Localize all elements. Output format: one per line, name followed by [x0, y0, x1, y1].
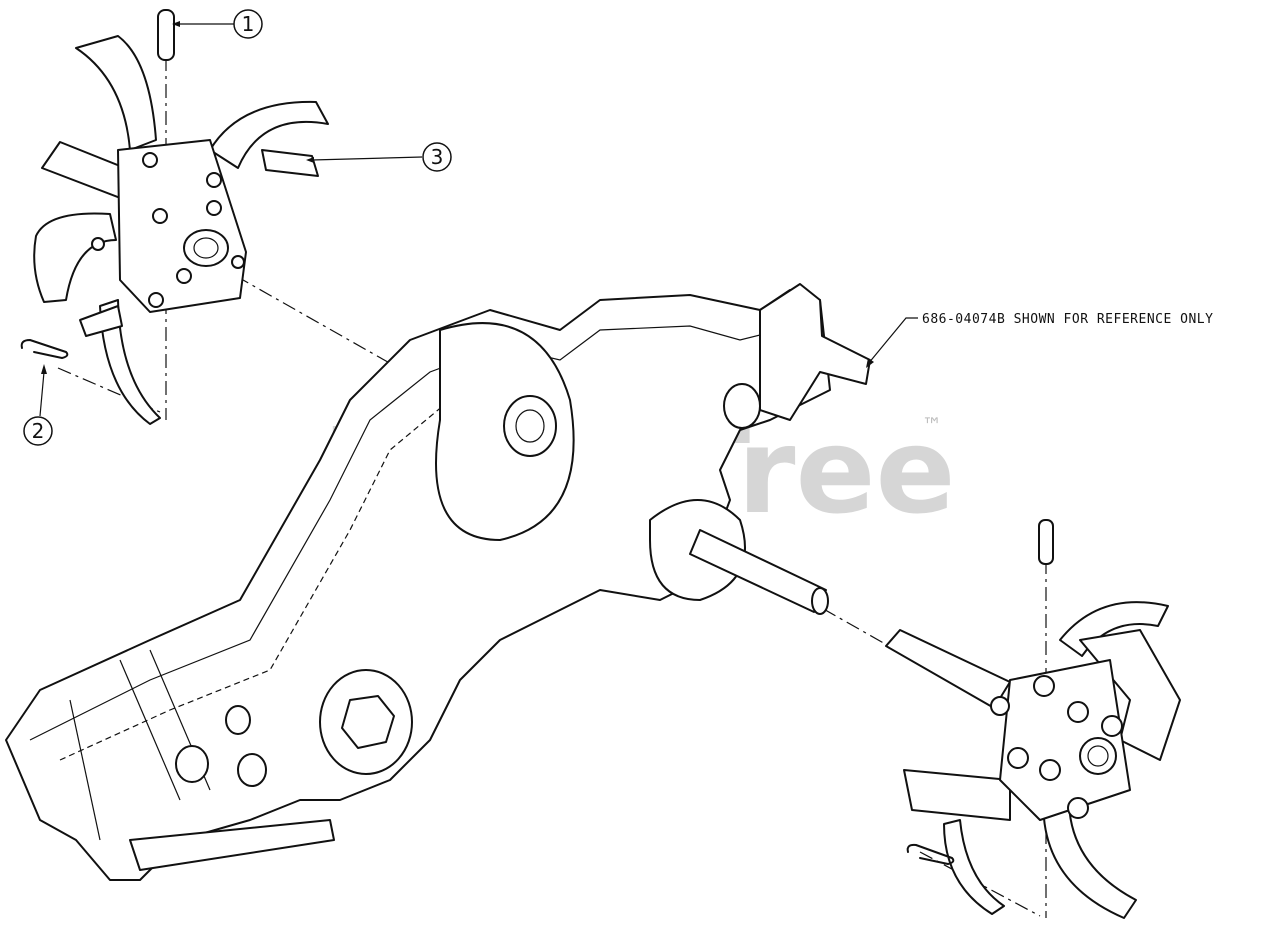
watermark-trademark: ™ [922, 413, 942, 437]
housing-hidden-edge [59, 379, 521, 761]
tine-shaft [689, 529, 829, 615]
right-tine-blade-bottom [1042, 779, 1137, 919]
left-tine-blade-foot [79, 305, 123, 337]
callout-bubble [422, 142, 452, 172]
left-hub-bolt [206, 200, 222, 216]
left-hub-bolt [152, 208, 168, 224]
right-hub-bolt [1039, 759, 1061, 781]
callout-arrow [172, 21, 180, 27]
upper-bearing-seal [503, 395, 557, 457]
left-tine-assembly [33, 35, 329, 425]
left-hub-bolt [142, 152, 158, 168]
reference-leader [867, 317, 918, 365]
callout-number: 1 [242, 12, 255, 36]
right-tine-assembly [885, 601, 1181, 919]
transmission-housing [5, 283, 871, 881]
left-tine-blade-top [75, 35, 157, 151]
callout-number: 3 [431, 145, 444, 169]
hairpin-clip-shape [906, 843, 955, 865]
bottom-skid-plate [129, 819, 335, 871]
left-hub-bolt [176, 268, 192, 284]
reference-note: 686-04074B SHOWN FOR REFERENCE ONLY [922, 312, 1213, 327]
callout-leader [39, 371, 45, 417]
left-hub-bolt [206, 172, 222, 188]
front-bearing [225, 705, 251, 735]
tine-shaft-body [689, 529, 827, 613]
front-bearing [175, 745, 209, 783]
callout-bubble [233, 9, 263, 39]
left-tine-blade-bottom [99, 299, 161, 425]
right-tine-blade-left [885, 629, 1011, 709]
left-tine-blade-tip [261, 149, 319, 177]
right-tine-hub-tube [1079, 737, 1117, 775]
right-tine-blade-lower-left [903, 769, 1011, 821]
right-hub-bolt [1033, 675, 1055, 697]
clevis-pin-left [157, 9, 175, 61]
right-hub-bolt [1067, 701, 1089, 723]
callout-2: 2 [23, 364, 53, 446]
left-tine-blade-lower-left [33, 212, 117, 303]
upper-bearing-bore [515, 409, 545, 443]
left-tine-hub-bore [193, 237, 219, 259]
rear-mount-bracket [759, 283, 871, 421]
clevis-pin-right [1038, 519, 1054, 565]
left-tine-hub-tube [183, 229, 229, 267]
callout-1: 1 [172, 9, 263, 39]
housing-seam [69, 699, 101, 841]
clevis-pin-body [157, 9, 175, 61]
left-tine-blade-right [209, 100, 329, 169]
callout-arrow [41, 364, 47, 374]
right-hub-bolt [1101, 715, 1123, 737]
callout-3: 3 [306, 142, 452, 172]
rear-bearing [723, 383, 761, 429]
right-tine-hub-bore [1087, 745, 1109, 767]
hairpin-clip-right [906, 843, 955, 865]
left-hub-bolt [231, 255, 245, 269]
right-tine-blade-bottom-inner [943, 819, 1005, 915]
right-hub-bolt [1007, 747, 1029, 769]
hairpin-clip-left [20, 339, 69, 359]
hairpin-clip-shape [20, 339, 69, 359]
front-bearing [237, 753, 267, 787]
clevis-pin-body [1038, 519, 1054, 565]
reference-callout: 686-04074B SHOWN FOR REFERENCE ONLY [866, 312, 1213, 368]
right-hub-bolt [1067, 797, 1089, 819]
callout-leader [311, 156, 423, 161]
callout-number: 2 [32, 419, 45, 443]
housing-outline [5, 289, 831, 881]
tine-shaft-end [811, 587, 829, 615]
callout-arrow [306, 157, 314, 163]
right-hub-bolt [990, 696, 1010, 716]
reference-arrow [866, 358, 874, 368]
right-tine-hub-plate [999, 659, 1131, 821]
left-hub-bolt [148, 292, 164, 308]
lower-hex-bore [341, 695, 395, 749]
callout-bubble [23, 416, 53, 446]
housing-seam [119, 659, 181, 801]
left-hub-bolt [91, 237, 105, 251]
left-tine-hub-plate [117, 139, 247, 313]
